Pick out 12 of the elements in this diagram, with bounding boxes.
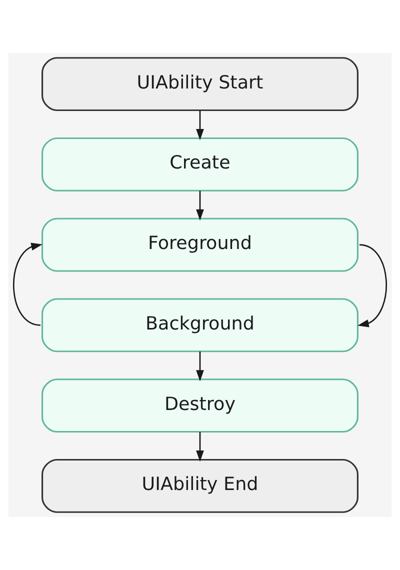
arrow — [358, 244, 387, 328]
arrow — [196, 190, 204, 221]
arrow — [196, 352, 204, 382]
node-box: Destroy — [42, 378, 358, 433]
node-box: Foreground — [42, 218, 358, 272]
arrow — [196, 432, 204, 462]
node-box: UIAbility Start — [42, 57, 358, 112]
node-box: Background — [42, 298, 358, 352]
arrow — [13, 242, 42, 326]
node-box: UIAbility End — [42, 458, 358, 513]
node-box: Create — [42, 137, 358, 192]
arrow — [196, 110, 204, 140]
